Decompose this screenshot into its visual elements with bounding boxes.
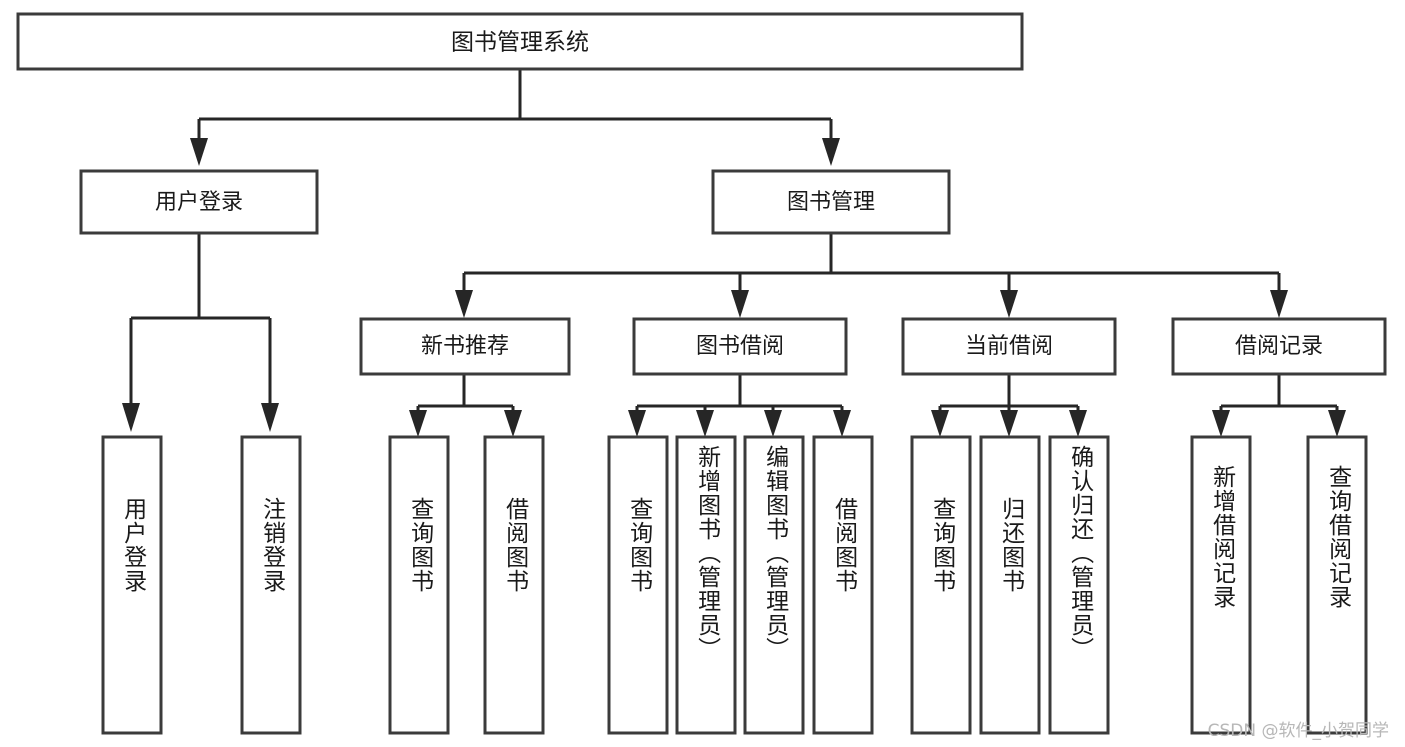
node-user-login[interactable]: 用户登录 [79,169,319,235]
leaf-box-edit-book-admin[interactable] [743,435,805,735]
arrow-newbook-leaf-1 [409,410,427,437]
leaf-box-query-book-2[interactable] [607,435,669,735]
watermark-text: CSDN @软件_小贺同学 [1207,721,1389,741]
node-new-book-recommend-box[interactable] [359,317,571,376]
node-root[interactable]: 图书管理系统 [16,12,1024,71]
node-book-management-box[interactable] [711,169,951,235]
arrow-borrow-leaf-1 [628,410,646,437]
node-new-book-recommend-label: 新书推荐 [421,334,509,359]
leaf-box-confirm-return-admin[interactable] [1048,435,1110,735]
node-current-borrow-label: 当前借阅 [965,334,1053,359]
node-new-book-recommend[interactable]: 新书推荐 [359,317,571,376]
arrow-newbook-leaf-2 [504,410,522,437]
node-borrow-records-box[interactable] [1171,317,1387,376]
arrow-borrow-leaf-3 [764,410,782,437]
connector-group-root [190,70,840,166]
node-borrow-records-label: 借阅记录 [1235,334,1323,359]
arrow-userlogin-leaf-2 [261,403,279,432]
arrow-bookmgmt-to-records [1270,290,1288,318]
leaf-box-add-book-admin[interactable] [675,435,737,735]
arrow-bookmgmt-to-borrow [731,290,749,318]
arrow-records-leaf-1 [1212,410,1230,437]
leaf-box-user-login[interactable] [101,435,163,735]
node-book-borrow-label: 图书借阅 [696,334,784,359]
connector-group-new-book [409,374,522,437]
arrow-root-to-user-login [190,138,208,166]
node-root-box[interactable] [16,12,1024,71]
arrow-userlogin-leaf-1 [122,403,140,432]
node-root-label: 图书管理系统 [451,30,589,56]
leaf-box-return-book[interactable] [979,435,1041,735]
arrow-bookmgmt-to-current [1000,290,1018,318]
arrow-current-leaf-3 [1069,410,1087,437]
connector-group-user-login [122,233,279,432]
arrow-borrow-leaf-2 [696,410,714,437]
leaf-box-borrow-book-2[interactable] [812,435,874,735]
node-book-management[interactable]: 图书管理 [711,169,951,235]
arrow-root-to-book-mgmt [822,138,840,166]
arrow-current-leaf-2 [1000,410,1018,437]
connector-group-records [1212,374,1346,437]
node-user-login-box[interactable] [79,169,319,235]
leaf-box-query-borrow-record[interactable] [1306,435,1368,735]
node-current-borrow-box[interactable] [901,317,1117,376]
arrow-current-leaf-1 [931,410,949,437]
arrow-bookmgmt-to-new-book [455,290,473,318]
arrow-borrow-leaf-4 [833,410,851,437]
node-borrow-records[interactable]: 借阅记录 [1171,317,1387,376]
node-user-login-label: 用户登录 [155,190,243,215]
leaf-box-borrow-book-1[interactable] [483,435,545,735]
node-current-borrow[interactable]: 当前借阅 [901,317,1117,376]
leaf-box-add-borrow-record[interactable] [1190,435,1252,735]
node-book-borrow-box[interactable] [632,317,848,376]
arrow-records-leaf-2 [1328,410,1346,437]
node-book-borrow[interactable]: 图书借阅 [632,317,848,376]
connector-group-borrow [628,374,851,437]
leaf-box-query-book-1[interactable] [388,435,450,735]
connector-group-book-mgmt [455,233,1288,318]
leaf-box-logout[interactable] [240,435,302,735]
leaf-box-query-book-3[interactable] [910,435,972,735]
node-book-management-label: 图书管理 [787,190,875,215]
connector-group-current [931,374,1087,437]
